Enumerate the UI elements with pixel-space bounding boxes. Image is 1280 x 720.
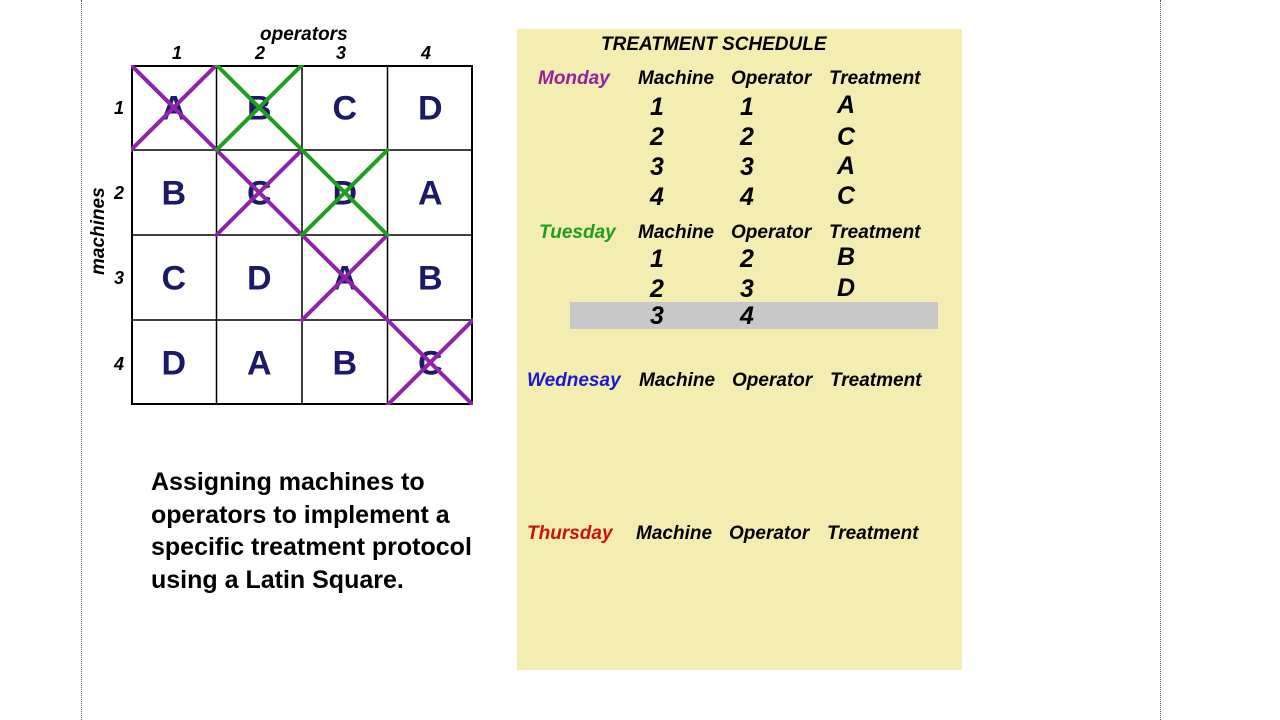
description-text: Assigning machines to operators to imple… — [151, 468, 472, 594]
cell-letter-r4-c3: B — [332, 345, 357, 383]
monday-row3-treatment: A — [837, 152, 856, 180]
day-label-tuesday: Tuesday — [539, 222, 616, 243]
monday-row1-treatment: A — [837, 91, 856, 119]
wednesday-operator-header: Operator — [732, 370, 813, 391]
treatment-schedule-panel: TREATMENT SCHEDULE Monday Machine Operat… — [517, 29, 962, 670]
monday-row4-machine: 4 — [650, 183, 664, 211]
monday-row1-machine: 1 — [650, 93, 664, 121]
tuesday-operator-header: Operator — [731, 222, 812, 243]
cell-letter-r2-c4: A — [418, 175, 443, 213]
machine-number-1: 1 — [114, 98, 125, 118]
purple-cross-r1-c1-b — [131, 65, 219, 152]
tuesday-machine-header: Machine — [638, 222, 715, 243]
day-label-wednesday: Wednesay — [527, 370, 621, 391]
operator-number-3: 3 — [336, 43, 347, 63]
cell-letter-r3-c4: B — [418, 260, 443, 298]
monday-row3-machine: 3 — [650, 153, 664, 181]
machine-number-3: 3 — [114, 268, 125, 288]
monday-machine-header: Machine — [638, 68, 715, 89]
day-label-thursday: Thursday — [527, 523, 613, 544]
monday-row2-operator: 2 — [740, 123, 754, 151]
monday-row2-machine: 2 — [650, 123, 664, 151]
cell-letter-r1-c3: C — [332, 90, 357, 128]
schedule-title: TREATMENT SCHEDULE — [601, 34, 827, 55]
monday-row3-operator: 3 — [740, 153, 754, 181]
right-guide-line — [1160, 0, 1161, 720]
wednesday-treatment-header: Treatment — [830, 370, 922, 391]
machines-axis-label: machines — [88, 187, 109, 275]
left-guide-line — [81, 0, 82, 720]
tuesday-row2-operator: 3 — [740, 275, 754, 303]
operator-number-4: 4 — [421, 43, 432, 63]
machine-number-2: 2 — [114, 183, 125, 203]
monday-treatment-header: Treatment — [829, 68, 921, 89]
green-cross-r2-c3-b — [300, 148, 390, 237]
tuesday-treatment-header: Treatment — [829, 222, 921, 243]
cell-letter-r4-c2: A — [247, 345, 272, 383]
tuesday-row2-treatment: D — [837, 274, 856, 302]
cell-letter-r2-c1: B — [161, 175, 186, 213]
monday-row4-operator: 4 — [740, 183, 754, 211]
thursday-treatment-header: Treatment — [827, 523, 919, 544]
tuesday-row3-operator: 4 — [740, 302, 754, 330]
tuesday-row3-machine: 3 — [650, 302, 664, 330]
cell-letter-r3-c2: D — [247, 260, 272, 298]
green-cross-r1-c2-b — [214, 65, 304, 152]
purple-cross-r4-c4-b — [385, 318, 473, 405]
monday-row1-operator: 1 — [740, 93, 754, 121]
wednesday-machine-header: Machine — [639, 370, 716, 391]
tuesday-row2-machine: 2 — [650, 275, 664, 303]
operators-axis-label: operators — [260, 24, 348, 45]
purple-cross-r3-c3-b — [300, 233, 390, 322]
monday-operator-header: Operator — [731, 68, 812, 89]
tuesday-row1-machine: 1 — [650, 245, 664, 273]
thursday-machine-header: Machine — [636, 523, 713, 544]
purple-cross-r2-c2-b — [214, 148, 304, 237]
thursday-operator-header: Operator — [729, 523, 810, 544]
tuesday-row1-operator: 2 — [740, 245, 754, 273]
monday-row2-treatment: C — [837, 123, 856, 151]
machine-number-4: 4 — [114, 354, 125, 374]
latin-square-grid: ABCDBCDACDABDABC — [131, 65, 473, 405]
cell-letter-r3-c1: C — [161, 260, 186, 298]
cell-letter-r4-c1: D — [161, 345, 186, 383]
monday-row4-treatment: C — [837, 182, 856, 210]
operator-number-2: 2 — [255, 43, 266, 63]
operator-number-1: 1 — [172, 43, 183, 63]
tuesday-row1-treatment: B — [837, 243, 856, 271]
cell-letter-r1-c4: D — [418, 90, 443, 128]
current-row-highlight — [570, 302, 938, 329]
day-label-monday: Monday — [538, 68, 610, 89]
